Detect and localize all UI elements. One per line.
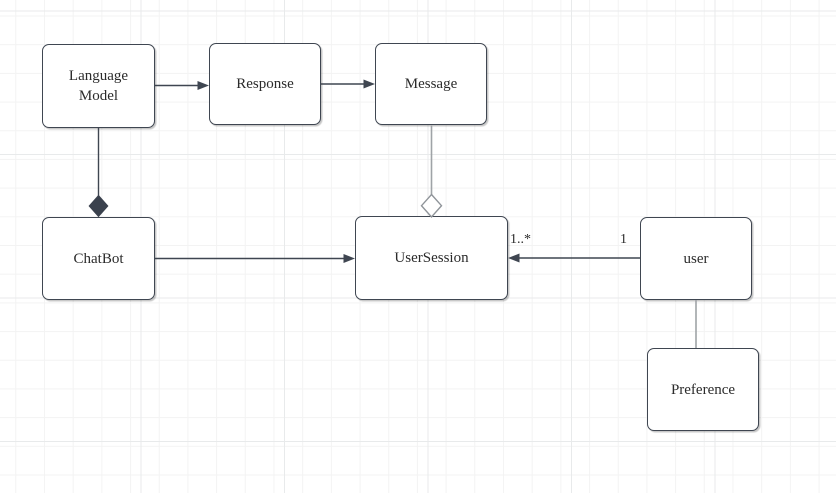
node-language-model-label: Language Model [68,68,129,104]
node-preference-label: Preference [670,381,736,398]
composition-diamond-icon [88,194,109,218]
node-preference[interactable]: Preference [647,348,759,431]
arrowhead-icon [508,253,520,263]
node-user-session-label: UserSession [394,250,469,266]
node-user[interactable]: user [640,217,752,300]
arrowhead-icon [197,81,209,90]
arrowhead-icon [343,254,355,263]
multiplicity-label-source[interactable]: 1 [620,232,627,247]
edge-chatbot-to-user-session[interactable] [155,254,355,263]
node-message-label: Message [404,76,458,92]
node-chatbot[interactable]: ChatBot [42,217,155,300]
edge-language-model-to-response[interactable] [155,81,209,90]
node-response-label: Response [236,76,294,92]
node-user-label: user [683,250,709,267]
aggregation-diamond-icon [420,193,443,219]
edge-language-model-to-chatbot-composition[interactable] [88,128,109,218]
node-response[interactable]: Response [209,43,321,125]
arrowhead-icon [363,79,375,89]
edge-user-to-user-session[interactable] [508,253,640,263]
node-message[interactable]: Message [375,43,487,125]
edge-response-to-message[interactable] [321,79,375,89]
node-language-model[interactable]: Language Model [42,44,155,128]
multiplicity-label-target[interactable]: 1..* [510,232,531,247]
node-chatbot-label: ChatBot [73,250,124,267]
edge-message-to-user-session-aggregation[interactable] [420,125,443,219]
